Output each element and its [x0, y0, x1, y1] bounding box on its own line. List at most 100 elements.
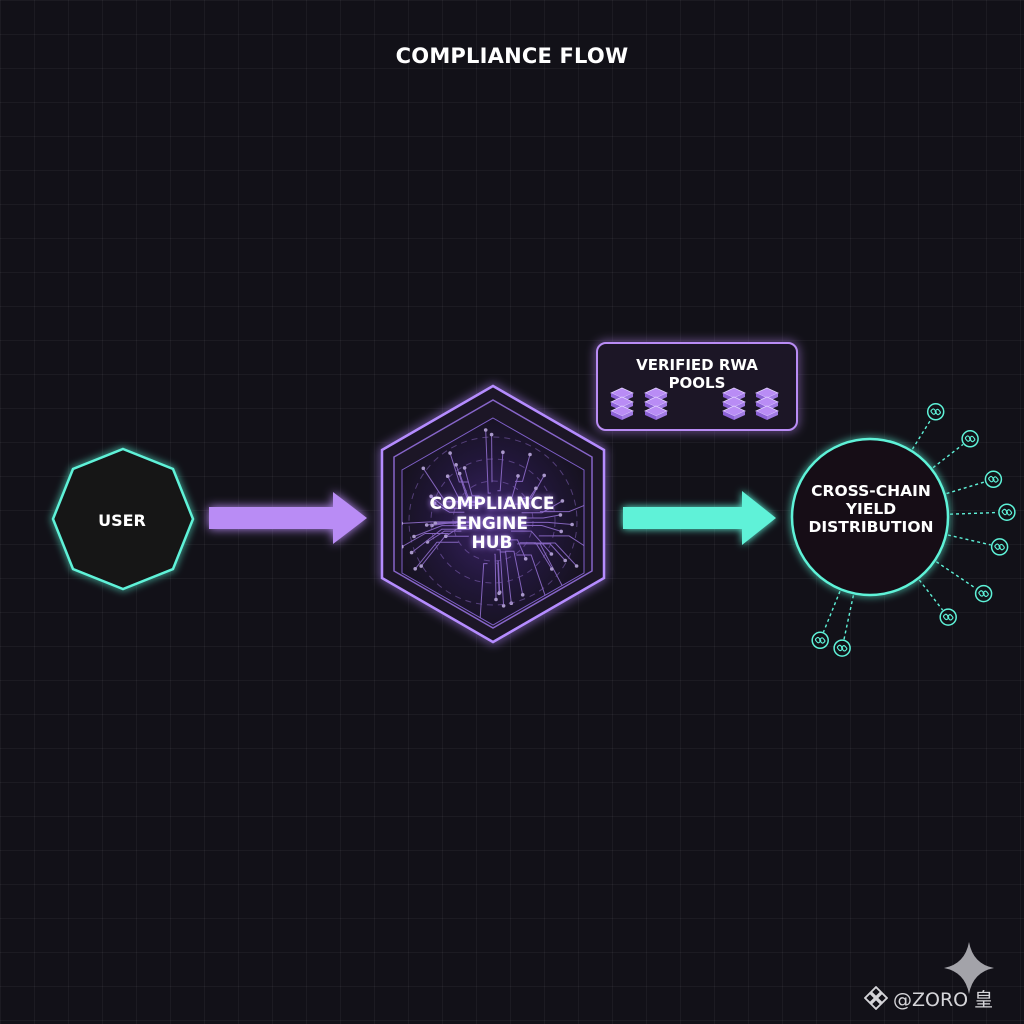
- circuit-node: [501, 604, 506, 608]
- distribution-label: CROSS-CHAIN YIELD DISTRIBUTION: [796, 482, 946, 536]
- circuit-ring: [452, 480, 534, 562]
- circuit-node: [429, 494, 433, 499]
- circuit-trace: [402, 533, 449, 548]
- diagram-title: COMPLIANCE FLOW: [395, 44, 629, 68]
- hub-label-line-1: COMPLIANCE: [429, 494, 555, 514]
- circuit-node: [402, 521, 404, 526]
- user-node: [51, 447, 195, 591]
- circuit-node: [445, 474, 450, 479]
- circuit-node: [433, 521, 438, 525]
- circuit-trace: [515, 454, 531, 482]
- circuit-trace: [485, 429, 491, 494]
- circuit-node: [448, 451, 452, 455]
- circuit-trace: [511, 530, 552, 555]
- circuit-trace: [497, 452, 504, 492]
- circuit-trace: [533, 542, 577, 567]
- chain-spoke: [911, 419, 932, 450]
- circuit-trace: [496, 560, 501, 593]
- circuit-trace: [431, 522, 472, 526]
- circuit-ring: [430, 458, 556, 584]
- circuit-trace: [522, 525, 562, 532]
- circuit-node: [542, 473, 546, 478]
- circuit-node: [412, 534, 416, 539]
- pools-label: VERIFIED RWA POOLS: [598, 356, 796, 392]
- circuit-trace: [499, 551, 512, 604]
- chain-spoke: [843, 595, 855, 640]
- pools-label-line-2: POOLS: [668, 373, 726, 392]
- circuit-trace: [518, 475, 545, 499]
- circuit-trace: [435, 521, 472, 524]
- circuit-node: [413, 567, 418, 571]
- circuit-node: [570, 522, 574, 527]
- circuit-trace: [427, 530, 462, 543]
- circuit-node: [489, 432, 494, 437]
- circuit-node: [560, 499, 565, 503]
- circuit-node: [563, 558, 567, 563]
- chain-link-icon: [984, 470, 1003, 489]
- circuit-node: [444, 534, 448, 538]
- circuit-node: [457, 471, 462, 476]
- circuit-trace: [434, 502, 465, 513]
- circuit-trace: [459, 473, 480, 502]
- circuit-trace: [519, 542, 553, 570]
- circuit-node: [419, 564, 424, 568]
- chain-link-icon: [926, 403, 945, 421]
- binance-diamond-icon: [864, 986, 888, 1010]
- circuit-node: [424, 523, 429, 527]
- sparkle-icon: [944, 942, 994, 994]
- chain-link-icon: [974, 584, 993, 603]
- circuit-trace: [538, 535, 584, 557]
- circuit-trace: [447, 475, 477, 506]
- watermark-text: @ZORO 皇: [893, 988, 994, 1011]
- circuit-trace: [523, 521, 573, 525]
- circuit-ring: [408, 436, 578, 606]
- circuit-trace: [491, 434, 493, 483]
- circuit-trace: [515, 488, 537, 505]
- circuit-node: [497, 591, 501, 596]
- circuit-node: [534, 486, 538, 491]
- circuit-node: [509, 601, 514, 605]
- chain-link-icon: [998, 503, 1016, 521]
- circuit-trace: [445, 527, 472, 537]
- circuit-trace: [496, 562, 500, 594]
- circuit-node: [462, 466, 467, 470]
- chain-spokes: [811, 403, 1016, 657]
- distribution-label-line-1: CROSS-CHAIN: [811, 482, 931, 500]
- circuit-trace: [526, 514, 561, 519]
- chain-spoke: [932, 443, 964, 469]
- circuit-node: [558, 513, 563, 517]
- circuit-trace: [494, 553, 497, 600]
- flow-arrow-hub-to-distribution: [623, 491, 776, 545]
- circuit-trace: [521, 500, 563, 514]
- circuit-node: [430, 523, 434, 528]
- circuit-node: [520, 593, 525, 597]
- circuit-node: [501, 450, 505, 455]
- hub-label-line-3: HUB: [471, 533, 513, 554]
- distribution-node: [790, 437, 950, 597]
- circuit-trace: [534, 543, 566, 561]
- circuit-trace: [411, 528, 472, 553]
- database-stack-icon: [610, 387, 634, 420]
- chain-link-icon: [811, 631, 829, 650]
- circuit-node: [559, 529, 563, 534]
- database-stack-icon: [644, 387, 668, 420]
- circuit-trace: [430, 495, 461, 509]
- watermark: @ZORO 皇: [864, 986, 994, 1011]
- circuit-node: [523, 557, 528, 561]
- circuit-trace: [505, 550, 524, 595]
- chain-spoke: [946, 481, 986, 495]
- circuit-trace: [413, 525, 470, 537]
- hub-label-line-2: ENGINE: [456, 513, 528, 534]
- circuit-trace: [449, 452, 469, 483]
- circuit-trace: [516, 554, 547, 599]
- circuit-node: [432, 501, 437, 506]
- circuit-node: [550, 567, 554, 571]
- database-stack-icon: [722, 387, 746, 420]
- pools-node: [596, 342, 798, 431]
- circuit-node: [528, 452, 532, 457]
- circuit-node: [402, 544, 404, 549]
- flow-arrow-user-to-hub: [209, 492, 367, 544]
- distribution-label-line-3: DISTRIBUTION: [808, 517, 934, 536]
- chain-link-icon: [939, 608, 957, 626]
